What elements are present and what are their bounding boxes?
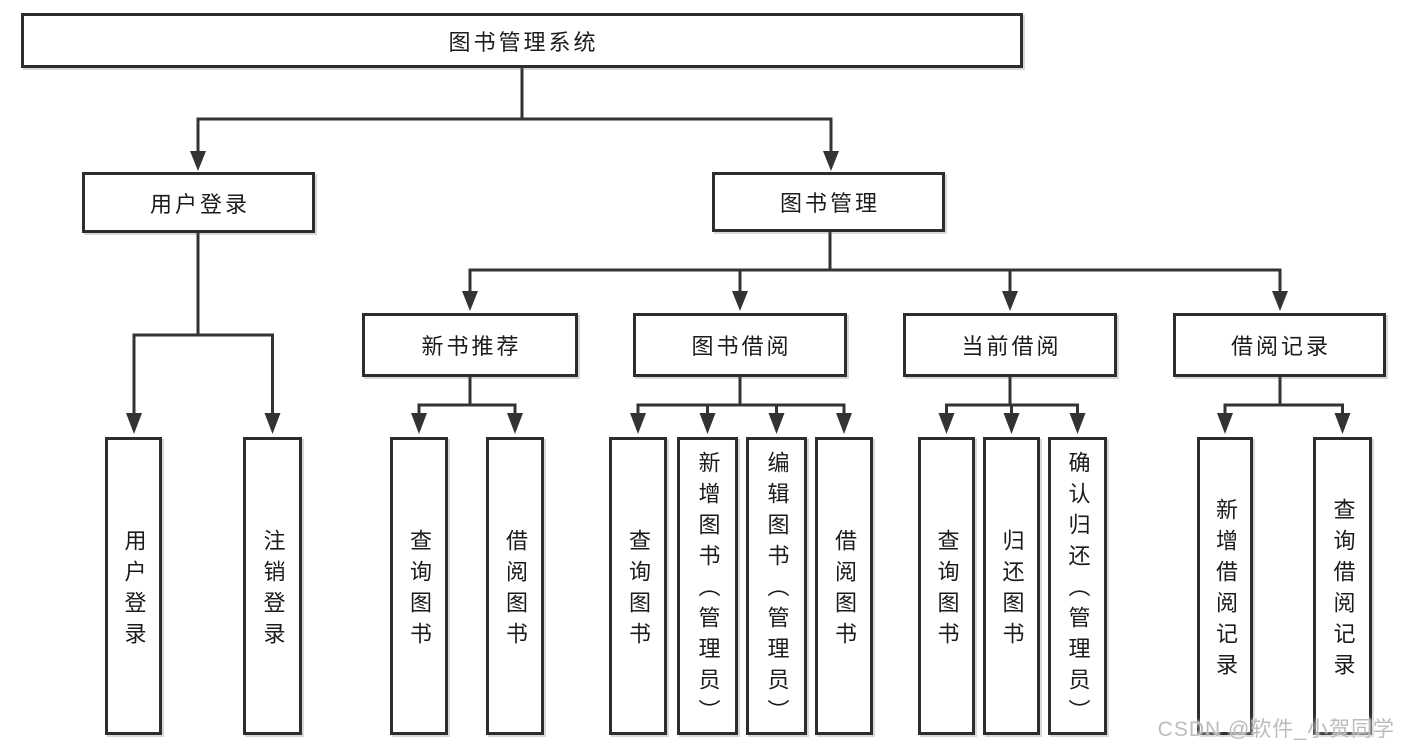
node-new-book-recommend-label: 新书推荐 [421, 334, 522, 359]
leaf-nb-borrow-books-label: 借阅图书 [503, 528, 528, 653]
connector-book-mgmt-to-level3 [468, 232, 1282, 293]
node-new-book-recommend: 新书推荐 [362, 313, 578, 377]
connector-new-book-to-leaves [417, 377, 517, 415]
leaf-nb-borrow-books: 借阅图书 [486, 437, 544, 735]
leaf-cb-query-books: 查询图书 [918, 437, 975, 735]
arrowheads-user-login-leaves [126, 413, 281, 434]
arrowheads-level3 [462, 291, 1288, 311]
node-current-borrowing: 当前借阅 [903, 313, 1117, 377]
leaf-br-add-record: 新增借阅记录 [1197, 437, 1253, 735]
leaf-bb-borrow-books: 借阅图书 [815, 437, 873, 735]
node-book-management: 图书管理 [712, 172, 945, 232]
node-book-borrowing: 图书借阅 [633, 313, 847, 377]
node-root-label: 图书管理系统 [448, 29, 599, 55]
node-borrowing-records: 借阅记录 [1173, 313, 1386, 377]
node-book-management-label: 图书管理 [779, 191, 880, 216]
leaf-logout: 注销登录 [243, 437, 302, 735]
leaf-bb-borrow-books-label: 借阅图书 [832, 528, 857, 653]
node-user-login-label: 用户登录 [149, 191, 250, 217]
node-borrowing-records-label: 借阅记录 [1230, 334, 1331, 359]
arrowheads-level2 [190, 151, 839, 171]
leaf-user-login-label: 用户登录 [121, 528, 147, 653]
leaf-bb-edit-books-admin: 编辑图书（管理员） [746, 437, 807, 735]
connector-user-login-to-leaves [132, 233, 274, 415]
leaf-logout-label: 注销登录 [260, 528, 286, 653]
leaf-cb-confirm-return-admin-label: 确认归还（管理员） [1065, 451, 1091, 730]
leaf-bb-query-books-label: 查询图书 [626, 528, 651, 653]
leaf-nb-query-books-label: 查询图书 [407, 528, 432, 653]
leaf-bb-add-books-admin-label: 新增图书（管理员） [695, 451, 721, 730]
connector-root-to-level2 [196, 68, 833, 153]
leaf-bb-add-books-admin: 新增图书（管理员） [677, 437, 738, 735]
leaf-bb-query-books: 查询图书 [609, 437, 667, 735]
arrowheads-leaf-row [411, 413, 1351, 434]
connector-book-borrow-to-leaves [636, 377, 846, 415]
leaf-br-query-record-label: 查询借阅记录 [1330, 497, 1356, 684]
leaf-cb-return-books: 归还图书 [983, 437, 1040, 735]
leaf-cb-confirm-return-admin: 确认归还（管理员） [1048, 437, 1107, 735]
leaf-cb-query-books-label: 查询图书 [934, 528, 960, 653]
node-root-system: 图书管理系统 [21, 13, 1023, 68]
node-current-borrowing-label: 当前借阅 [961, 334, 1062, 359]
leaf-br-query-record: 查询借阅记录 [1313, 437, 1372, 735]
connector-current-borrow-to-leaves [945, 377, 1079, 415]
leaf-user-login: 用户登录 [105, 437, 162, 735]
connector-borrow-records-to-leaves [1223, 377, 1344, 415]
csdn-watermark: CSDN @软件_小贺同学 [1157, 718, 1395, 741]
leaf-nb-query-books: 查询图书 [390, 437, 448, 735]
node-user-login: 用户登录 [82, 172, 315, 233]
leaf-br-add-record-label: 新增借阅记录 [1213, 497, 1238, 684]
node-book-borrowing-label: 图书借阅 [691, 334, 792, 359]
leaf-bb-edit-books-admin-label: 编辑图书（管理员） [764, 451, 790, 730]
leaf-cb-return-books-label: 归还图书 [999, 528, 1025, 653]
